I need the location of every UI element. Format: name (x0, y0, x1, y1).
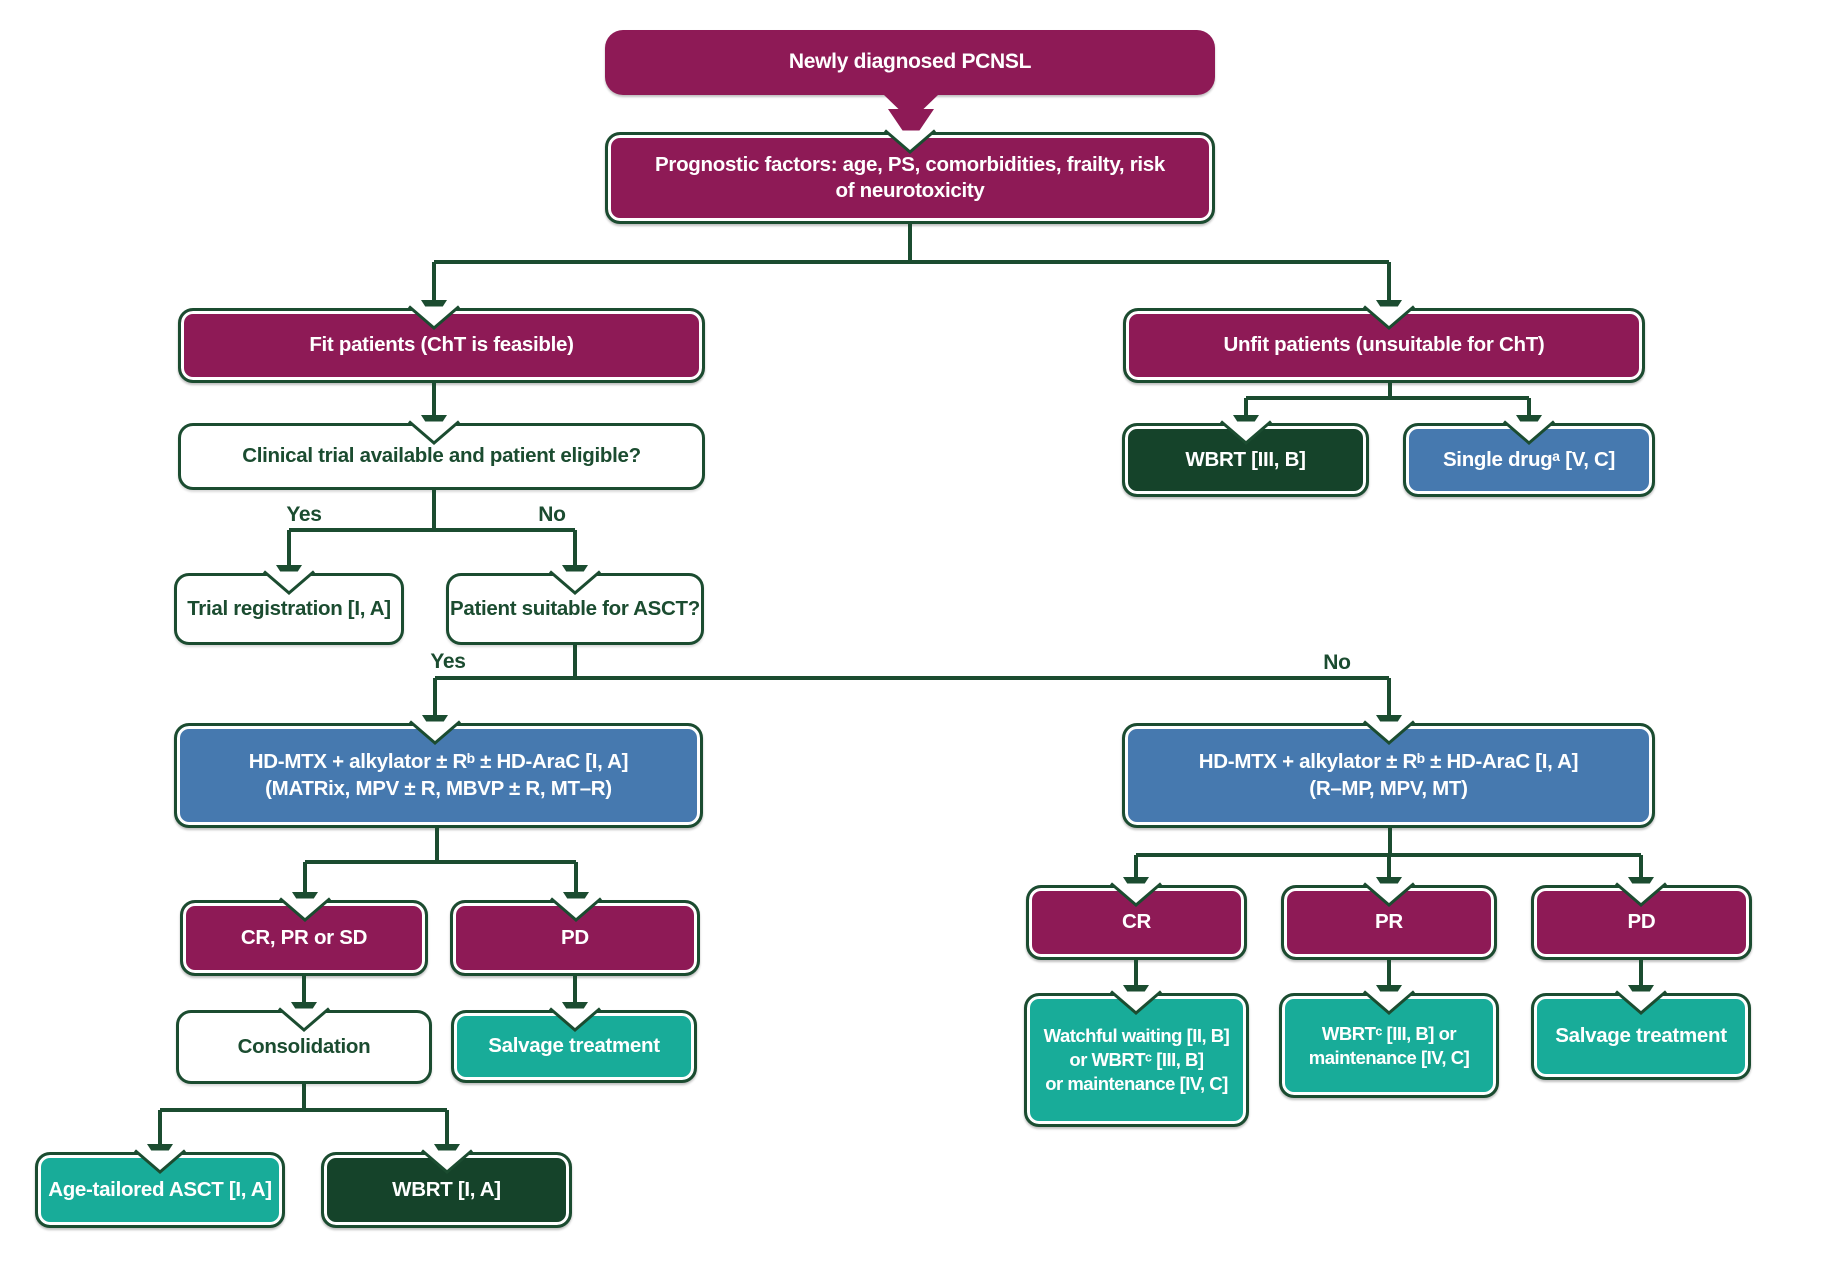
node-label: Newly diagnosed PCNSL (788, 50, 1032, 74)
node-label-line1: Watchful waiting [II, B] (1043, 1025, 1230, 1047)
node-salvage-left: Salvage treatment (451, 1010, 697, 1083)
node-label-line2: (R–MP, MPV, MT) (1309, 776, 1468, 800)
node-consolidation: Consolidation (176, 1010, 432, 1084)
node-pr: PR (1281, 885, 1497, 960)
node-wbrt-consolidation: WBRT [I, A] (321, 1152, 572, 1228)
node-cr-pr-sd: CR, PR or SD (180, 900, 428, 976)
node-label-line3: or maintenance [IV, C] (1045, 1072, 1228, 1094)
node-label: Salvage treatment (488, 1034, 660, 1058)
node-label: PD (561, 925, 589, 949)
node-label: Fit patients (ChT is feasible) (309, 333, 574, 357)
node-asct-question: Patient suitable for ASCT? (446, 573, 704, 645)
node-wbrt-unfit: WBRT [III, B] (1122, 423, 1369, 497)
node-newly-diagnosed-pcnsl: Newly diagnosed PCNSL (605, 30, 1215, 95)
node-label-line1: HD-MTX + alkylator ± Rᵇ ± HD-AraC [I, A] (248, 750, 629, 774)
node-label: Clinical trial available and patient eli… (242, 444, 641, 468)
node-pd-right: PD (1531, 885, 1752, 960)
node-label: PR (1375, 910, 1403, 934)
node-pd-left: PD (450, 900, 700, 976)
node-single-drug: Single drugᵃ [V, C] (1403, 423, 1655, 497)
node-unfit-patients: Unfit patients (unsuitable for ChT) (1123, 308, 1645, 383)
node-label: Unfit patients (unsuitable for ChT) (1223, 333, 1545, 357)
node-label: Single drugᵃ [V, C] (1442, 447, 1616, 471)
edge-label-trial-no: No (538, 503, 566, 526)
node-label-line1: WBRTᶜ [III, B] or (1321, 1022, 1457, 1044)
node-label-line1: Prognostic factors: age, PS, comorbiditi… (655, 152, 1165, 176)
node-trial-registration: Trial registration [I, A] (174, 573, 404, 645)
node-label: Patient suitable for ASCT? (450, 596, 700, 620)
node-clinical-trial-question: Clinical trial available and patient eli… (178, 423, 705, 490)
node-label: WBRT [III, B] (1185, 447, 1306, 471)
node-fit-patients: Fit patients (ChT is feasible) (178, 308, 705, 383)
edge-label-trial-yes: Yes (286, 503, 322, 526)
node-wbrt-maintenance: WBRTᶜ [III, B] or maintenance [IV, C] (1279, 993, 1499, 1098)
node-label: WBRT [I, A] (392, 1177, 501, 1201)
node-label: Trial registration [I, A] (187, 596, 391, 620)
node-label: CR, PR or SD (240, 925, 368, 949)
node-watchful-waiting: Watchful waiting [II, B] or WBRTᶜ [III, … (1024, 993, 1249, 1127)
node-label: Age-tailored ASCT [I, A] (48, 1177, 272, 1201)
node-label: PD (1627, 910, 1656, 934)
node-label-line2: (MATRix, MPV ± R, MBVP ± R, MT–R) (265, 776, 612, 800)
node-label-line2: of neurotoxicity (835, 179, 985, 202)
node-label-line1: HD-MTX + alkylator ± Rᵇ ± HD-AraC [I, A] (1198, 750, 1579, 774)
node-label: Salvage treatment (1555, 1024, 1727, 1048)
edge-label-asct-no: No (1323, 651, 1351, 674)
node-label: CR (1121, 910, 1151, 934)
node-induction-asct: HD-MTX + alkylator ± Rᵇ ± HD-AraC [I, A]… (174, 723, 703, 828)
node-salvage-right: Salvage treatment (1531, 993, 1751, 1080)
node-prognostic-factors: Prognostic factors: age, PS, comorbiditi… (605, 132, 1215, 224)
node-label-line2: maintenance [IV, C] (1308, 1046, 1470, 1068)
node-induction-no-asct: HD-MTX + alkylator ± Rᵇ ± HD-AraC [I, A]… (1122, 723, 1655, 828)
node-label: Consolidation (237, 1034, 371, 1058)
node-age-tailored-asct: Age-tailored ASCT [I, A] (35, 1152, 285, 1228)
edge-label-asct-yes: Yes (430, 650, 466, 673)
node-cr: CR (1026, 885, 1247, 960)
node-label-line2: or WBRTᶜ [III, B] (1069, 1049, 1204, 1071)
